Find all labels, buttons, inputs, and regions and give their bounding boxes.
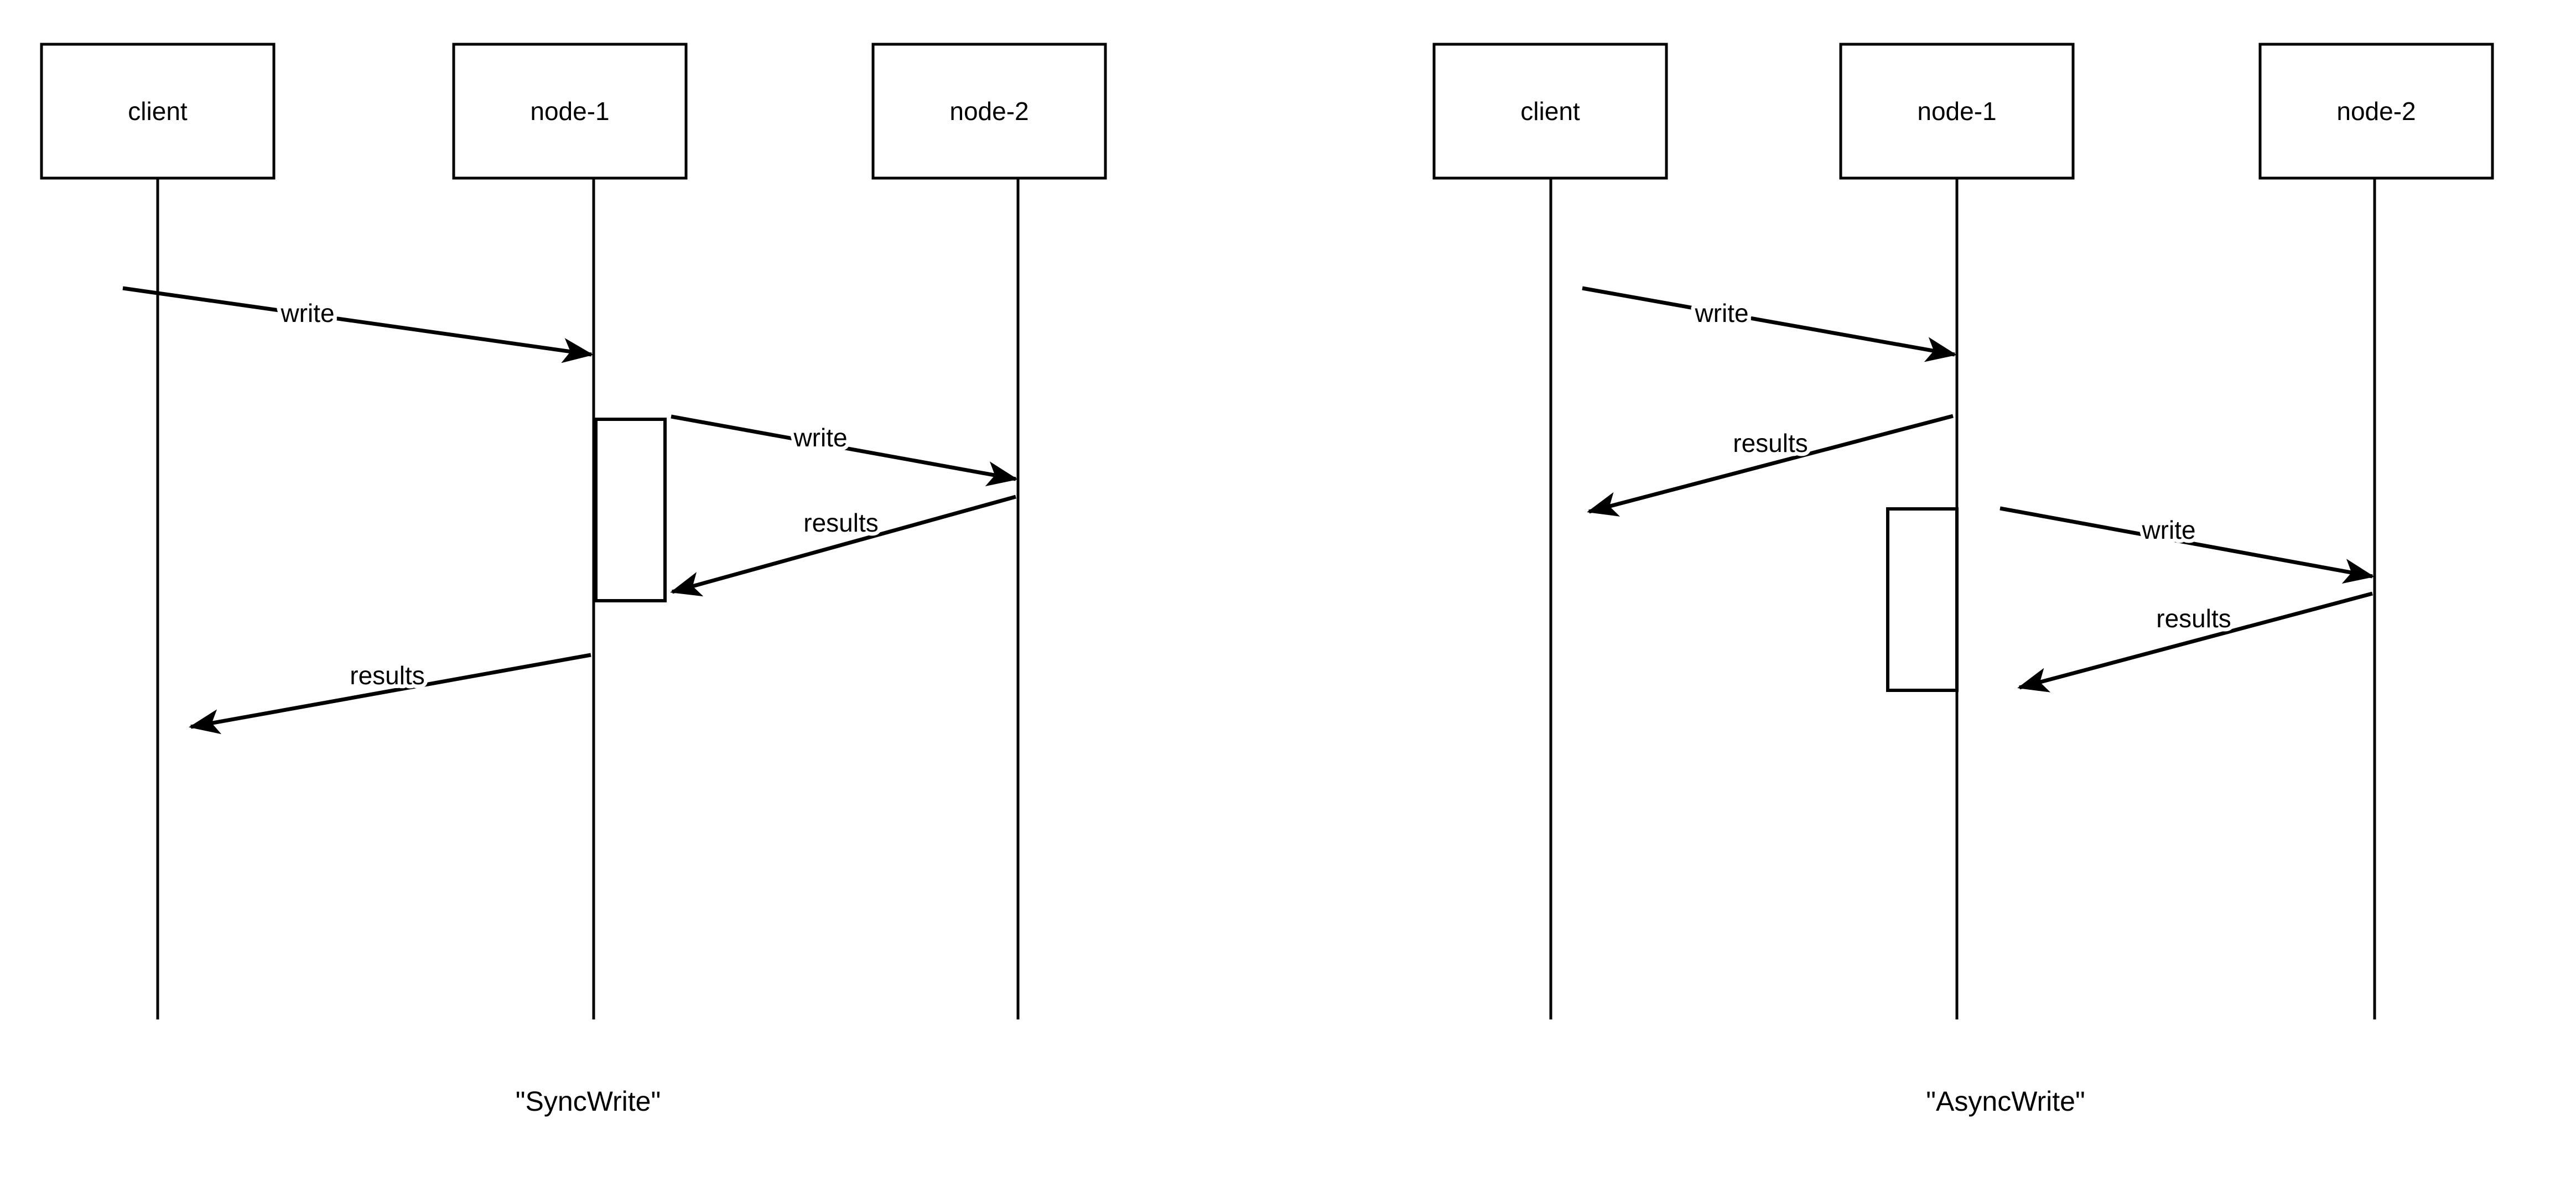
message-label: write [793, 423, 847, 452]
message-results-node2-node1[interactable]: results [670, 495, 1016, 597]
message-label: write [1694, 299, 1748, 327]
participant-box[interactable] [871, 43, 1107, 180]
message-arrow [670, 495, 1016, 597]
participant-label: node-2 [949, 97, 1029, 126]
participant-label: node-1 [530, 97, 609, 126]
message-results-node2-node1[interactable]: results [2017, 591, 2373, 693]
participant-box[interactable] [1839, 43, 2075, 180]
participant-box[interactable] [2258, 43, 2494, 180]
participant-box[interactable] [40, 43, 276, 180]
activation-bar-node-1 [1886, 507, 1959, 692]
participant-label: node-1 [1917, 97, 1996, 126]
message-label: results [1733, 429, 1808, 457]
message-arrow [671, 414, 1018, 487]
message-write-client-node1[interactable]: write [1582, 286, 1957, 362]
diagram-sync-write: client node-1 node-2 write [40, 43, 1107, 1117]
message-label: results [803, 508, 878, 537]
participant-node-2[interactable]: node-2 [2258, 43, 2494, 180]
message-label: results [2156, 604, 2231, 633]
activation-bar-node-1 [594, 418, 667, 602]
message-arrow [1582, 286, 1957, 362]
participant-label: node-2 [2336, 97, 2416, 126]
participant-node-1[interactable]: node-1 [452, 43, 688, 180]
participant-client[interactable]: client [1432, 43, 1668, 180]
diagram-async-write: client node-1 node-2 write [1432, 43, 2494, 1117]
participant-label: client [1520, 97, 1580, 126]
participant-label: client [128, 97, 188, 126]
message-arrow [1587, 414, 1954, 517]
message-results-node1-client[interactable]: results [189, 653, 591, 735]
message-write-node1-node2[interactable]: write [1999, 506, 2375, 584]
participant-client[interactable]: client [40, 43, 276, 180]
participant-box[interactable] [1432, 43, 1668, 180]
participant-node-1[interactable]: node-1 [1839, 43, 2075, 180]
message-label: write [2141, 516, 2195, 544]
diagram-caption: "SyncWrite" [516, 1086, 661, 1117]
message-label: write [280, 299, 334, 327]
message-write-client-node1[interactable]: write [122, 286, 594, 363]
message-arrow [122, 286, 594, 363]
participant-node-2[interactable]: node-2 [871, 43, 1107, 180]
message-arrow [2017, 591, 2373, 693]
message-arrow [1999, 506, 2375, 584]
message-label: results [350, 661, 424, 690]
participant-box[interactable] [452, 43, 688, 180]
message-results-node1-client[interactable]: results [1587, 414, 1954, 517]
message-arrow [189, 653, 591, 735]
diagram-caption: "AsyncWrite" [1926, 1086, 2085, 1117]
message-write-node1-node2[interactable]: write [671, 414, 1018, 487]
